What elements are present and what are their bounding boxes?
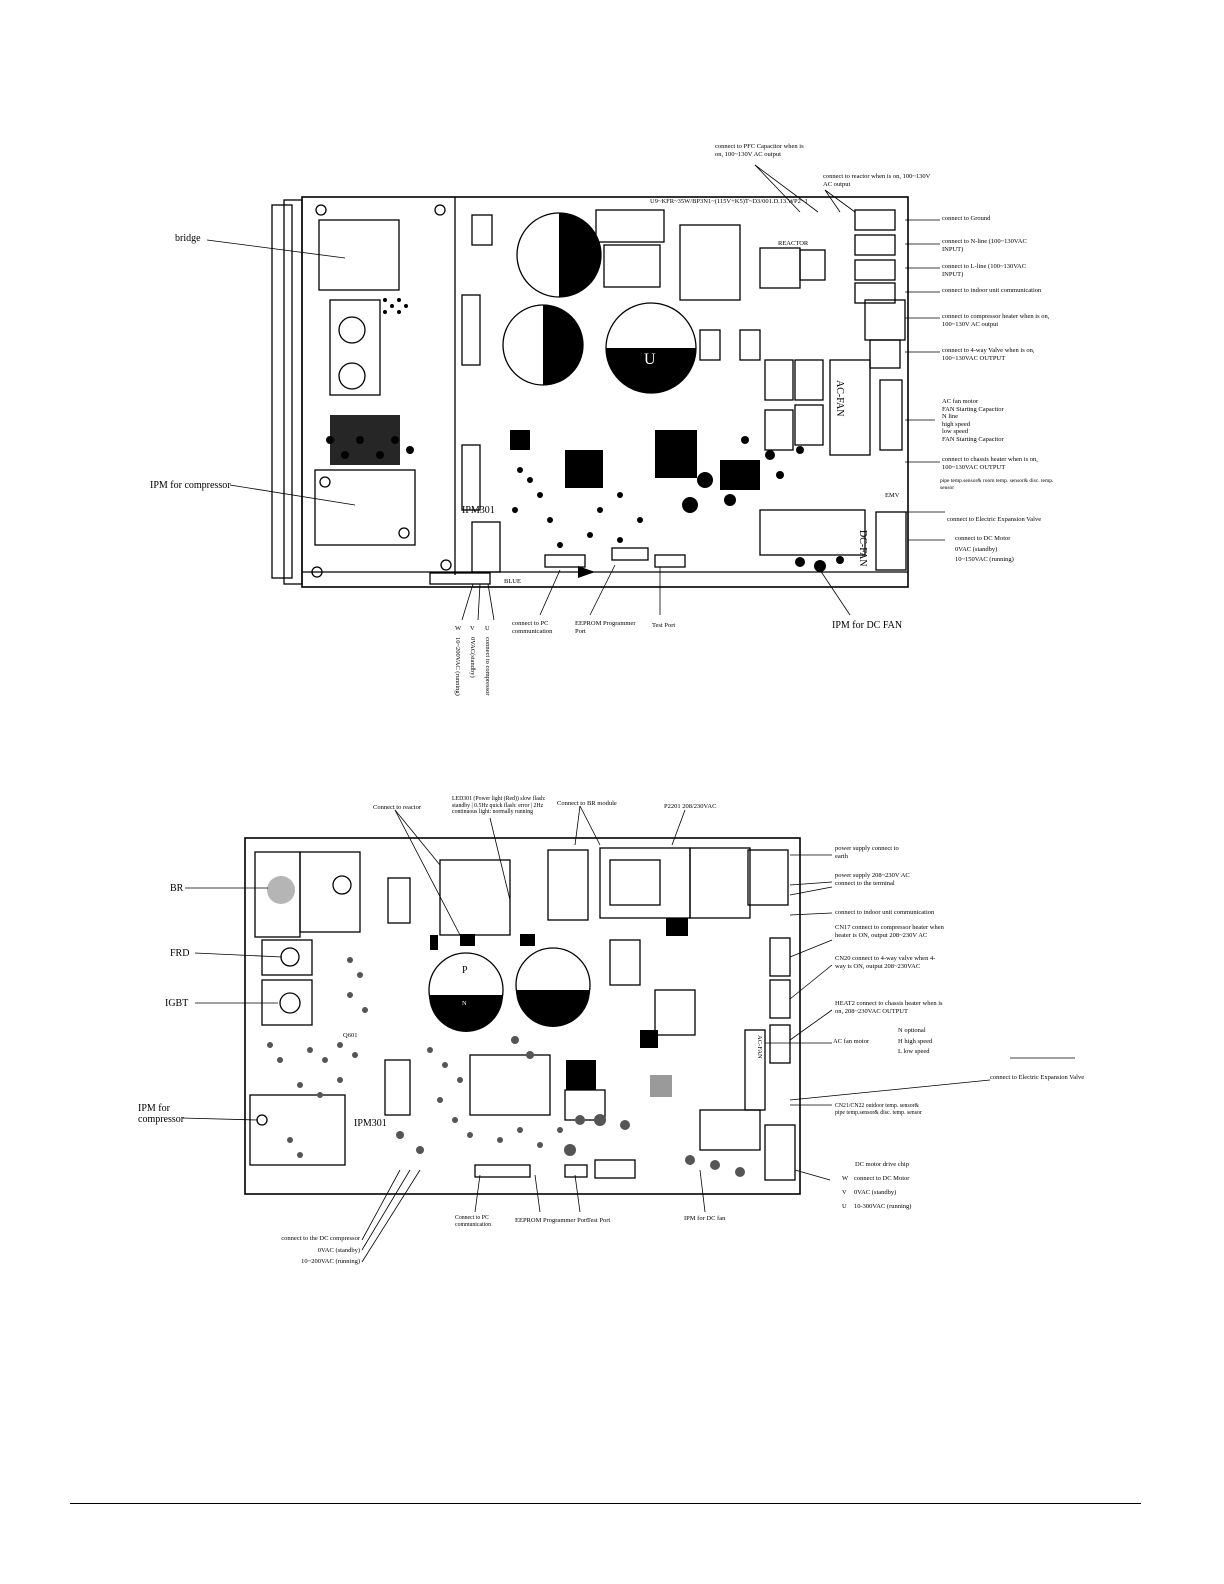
dc-motor-line-2: 10-300VAC (running) [854,1203,912,1210]
label-eev-2: connect to Electric Expansion Valve [990,1074,1085,1081]
label-compressor-heater: connect to compressor heater when is on,… [942,313,1050,328]
silk-cap-u2: U [644,351,656,368]
silk-cap-p: P [566,250,572,261]
fan-speed-line: L low speed [898,1048,930,1055]
comp-line: 0VAC (standby) [317,1246,360,1254]
dc-motor-line: 0VAC (standby) [955,545,998,553]
silk-ac-fan-2: AC-FAN [756,1035,763,1059]
comp-line: connect to the DC compressor [281,1235,360,1242]
silk-blue: BLUE [504,578,521,585]
label-test-port-2: Test Port [587,1217,611,1224]
label-cn20: CN20 connect to 4-way valve when 4-way i… [835,955,936,970]
silk-ipm301-2: IPM301 [354,1118,387,1129]
label-ipm-compressor: IPM for compressor [150,480,231,491]
label-br: BR [170,883,184,894]
silk-reactor: REACTOR [778,240,809,247]
fan-line: low speed [942,428,969,435]
dc-motor-list: connect to DC Motor 0VAC (standby) 10~15… [955,535,1014,564]
fan-line: FAN Starting Capacitor [942,405,1004,413]
label-br-module: Connect to BR module [557,800,617,807]
label-pfc-capacitor: connect to PFC Capacitor when is on, 100… [715,143,804,158]
label-l-line: connect to L-line (100~130VAC INPUT) [942,263,1027,278]
label-eeprom-2: EEPROM Programmer Port [515,1217,588,1224]
uvw-line: V [470,625,475,632]
silk-cap-p-2: P [462,965,468,976]
dc-uvw-line: W [842,1175,849,1182]
dc-motor-line: 10~150VAC (running) [955,556,1014,563]
fan-line: N line [942,413,959,420]
label-reactor: connect to reactor when is on, 100~130V … [823,173,931,188]
footer-rule [70,1503,1141,1504]
dc-motor-line-2: connect to DC Motor [854,1175,910,1182]
dc-compressor-list: connect to the DC compressor 0VAC (stand… [250,1235,360,1266]
ac-fan-list: AC fan motor FAN Starting Capacitor N li… [942,398,1004,443]
dc-uvw-line: U [842,1203,847,1210]
label-frd: FRD [170,948,190,959]
label-igbt: IGBT [165,998,189,1009]
label-ipm-compressor-2: IPM for compressor [138,1103,185,1125]
label-four-way-valve: connect to 4-way Valve when is on, 100~1… [942,347,1035,362]
label-led301: LED301 (Power light (Red)) slow flash: s… [452,796,546,816]
label-chassis-heater: connect to chassis heater when is on, 10… [942,456,1038,471]
fan-speed-line: N optional [898,1027,926,1034]
label-dc-motor-drive: DC motor drive chip [855,1161,909,1168]
silk-q601: Q601 [343,1032,358,1039]
fan-line: AC fan motor [942,398,979,405]
label-indoor-comm-2: connect to indoor unit communication [835,909,935,916]
label-indoor-comm: connect to indoor unit communication [942,287,1042,294]
fan-line: high speed [942,420,970,428]
ac-fan-speed-list: N optional H high speed L low speed [898,1027,932,1056]
label-power-earth: power supply connect to earth [835,845,899,860]
label-ipm-dc-fan-2: IPM for DC fan [684,1215,726,1222]
label-ipm-dc-fan: IPM for DC FAN [832,620,903,631]
label-n-line: connect to N-line (100~130VAC INPUT) [942,238,1027,253]
label-test-port: Test Port [652,622,676,629]
label-connect-reactor: Connect to reactor [373,804,422,811]
label-heat2: HEAT2 connect to chassis heater when is … [835,1000,943,1015]
label-bridge: bridge [175,233,201,244]
label-cn17: CN17 connect to compressor heater when h… [835,924,944,939]
label-p2201: P2201 208/230VAC [664,803,717,810]
label-power-terminal: power supply 208~230V AC connect to the … [835,872,910,887]
label-cn21-cn22: CN21/CN22 outdoor temp. sensor& pipe tem… [835,1103,922,1116]
label-temp-sensors: pipe temp.sensor& room temp. sensor& dis… [940,478,1054,491]
fan-line: FAN Starting Capacitor [942,435,1004,443]
dc-motor-line-2: 0VAC (standby) [854,1189,897,1196]
label-eev: connect to Electric Expansion Valve [947,516,1042,523]
label-pc-comm-2: Connect to PC communication [455,1215,492,1228]
comp-line: 10~200VAC (running) [301,1258,360,1265]
uvw-line: U [485,625,490,632]
board-1-graphics [206,164,945,621]
uvw-line: W [455,625,462,632]
label-board-model: U9~KFR~35W/BP3N1~(115V+K5)T~D3/001.D.13.… [650,198,808,205]
dc-motor-line: connect to DC Motor [955,535,1011,542]
label-eeprom: EEPROM Programmer Port [575,620,636,635]
board-2-graphics [181,805,1075,1263]
silk-ipm301: IPM301 [462,505,495,516]
dc-uvw-line: V [842,1189,847,1196]
silk-emv: EMV [885,492,900,499]
label-pc-comm: connect to PC communication [512,620,553,635]
label-ac-fan-motor: AC fan motor [833,1038,870,1045]
fan-speed-line: H high speed [898,1037,933,1045]
label-ground: connect to Ground [942,215,991,222]
silk-cap-u1: U [562,337,574,354]
silk-cap-n: N [462,1000,467,1007]
